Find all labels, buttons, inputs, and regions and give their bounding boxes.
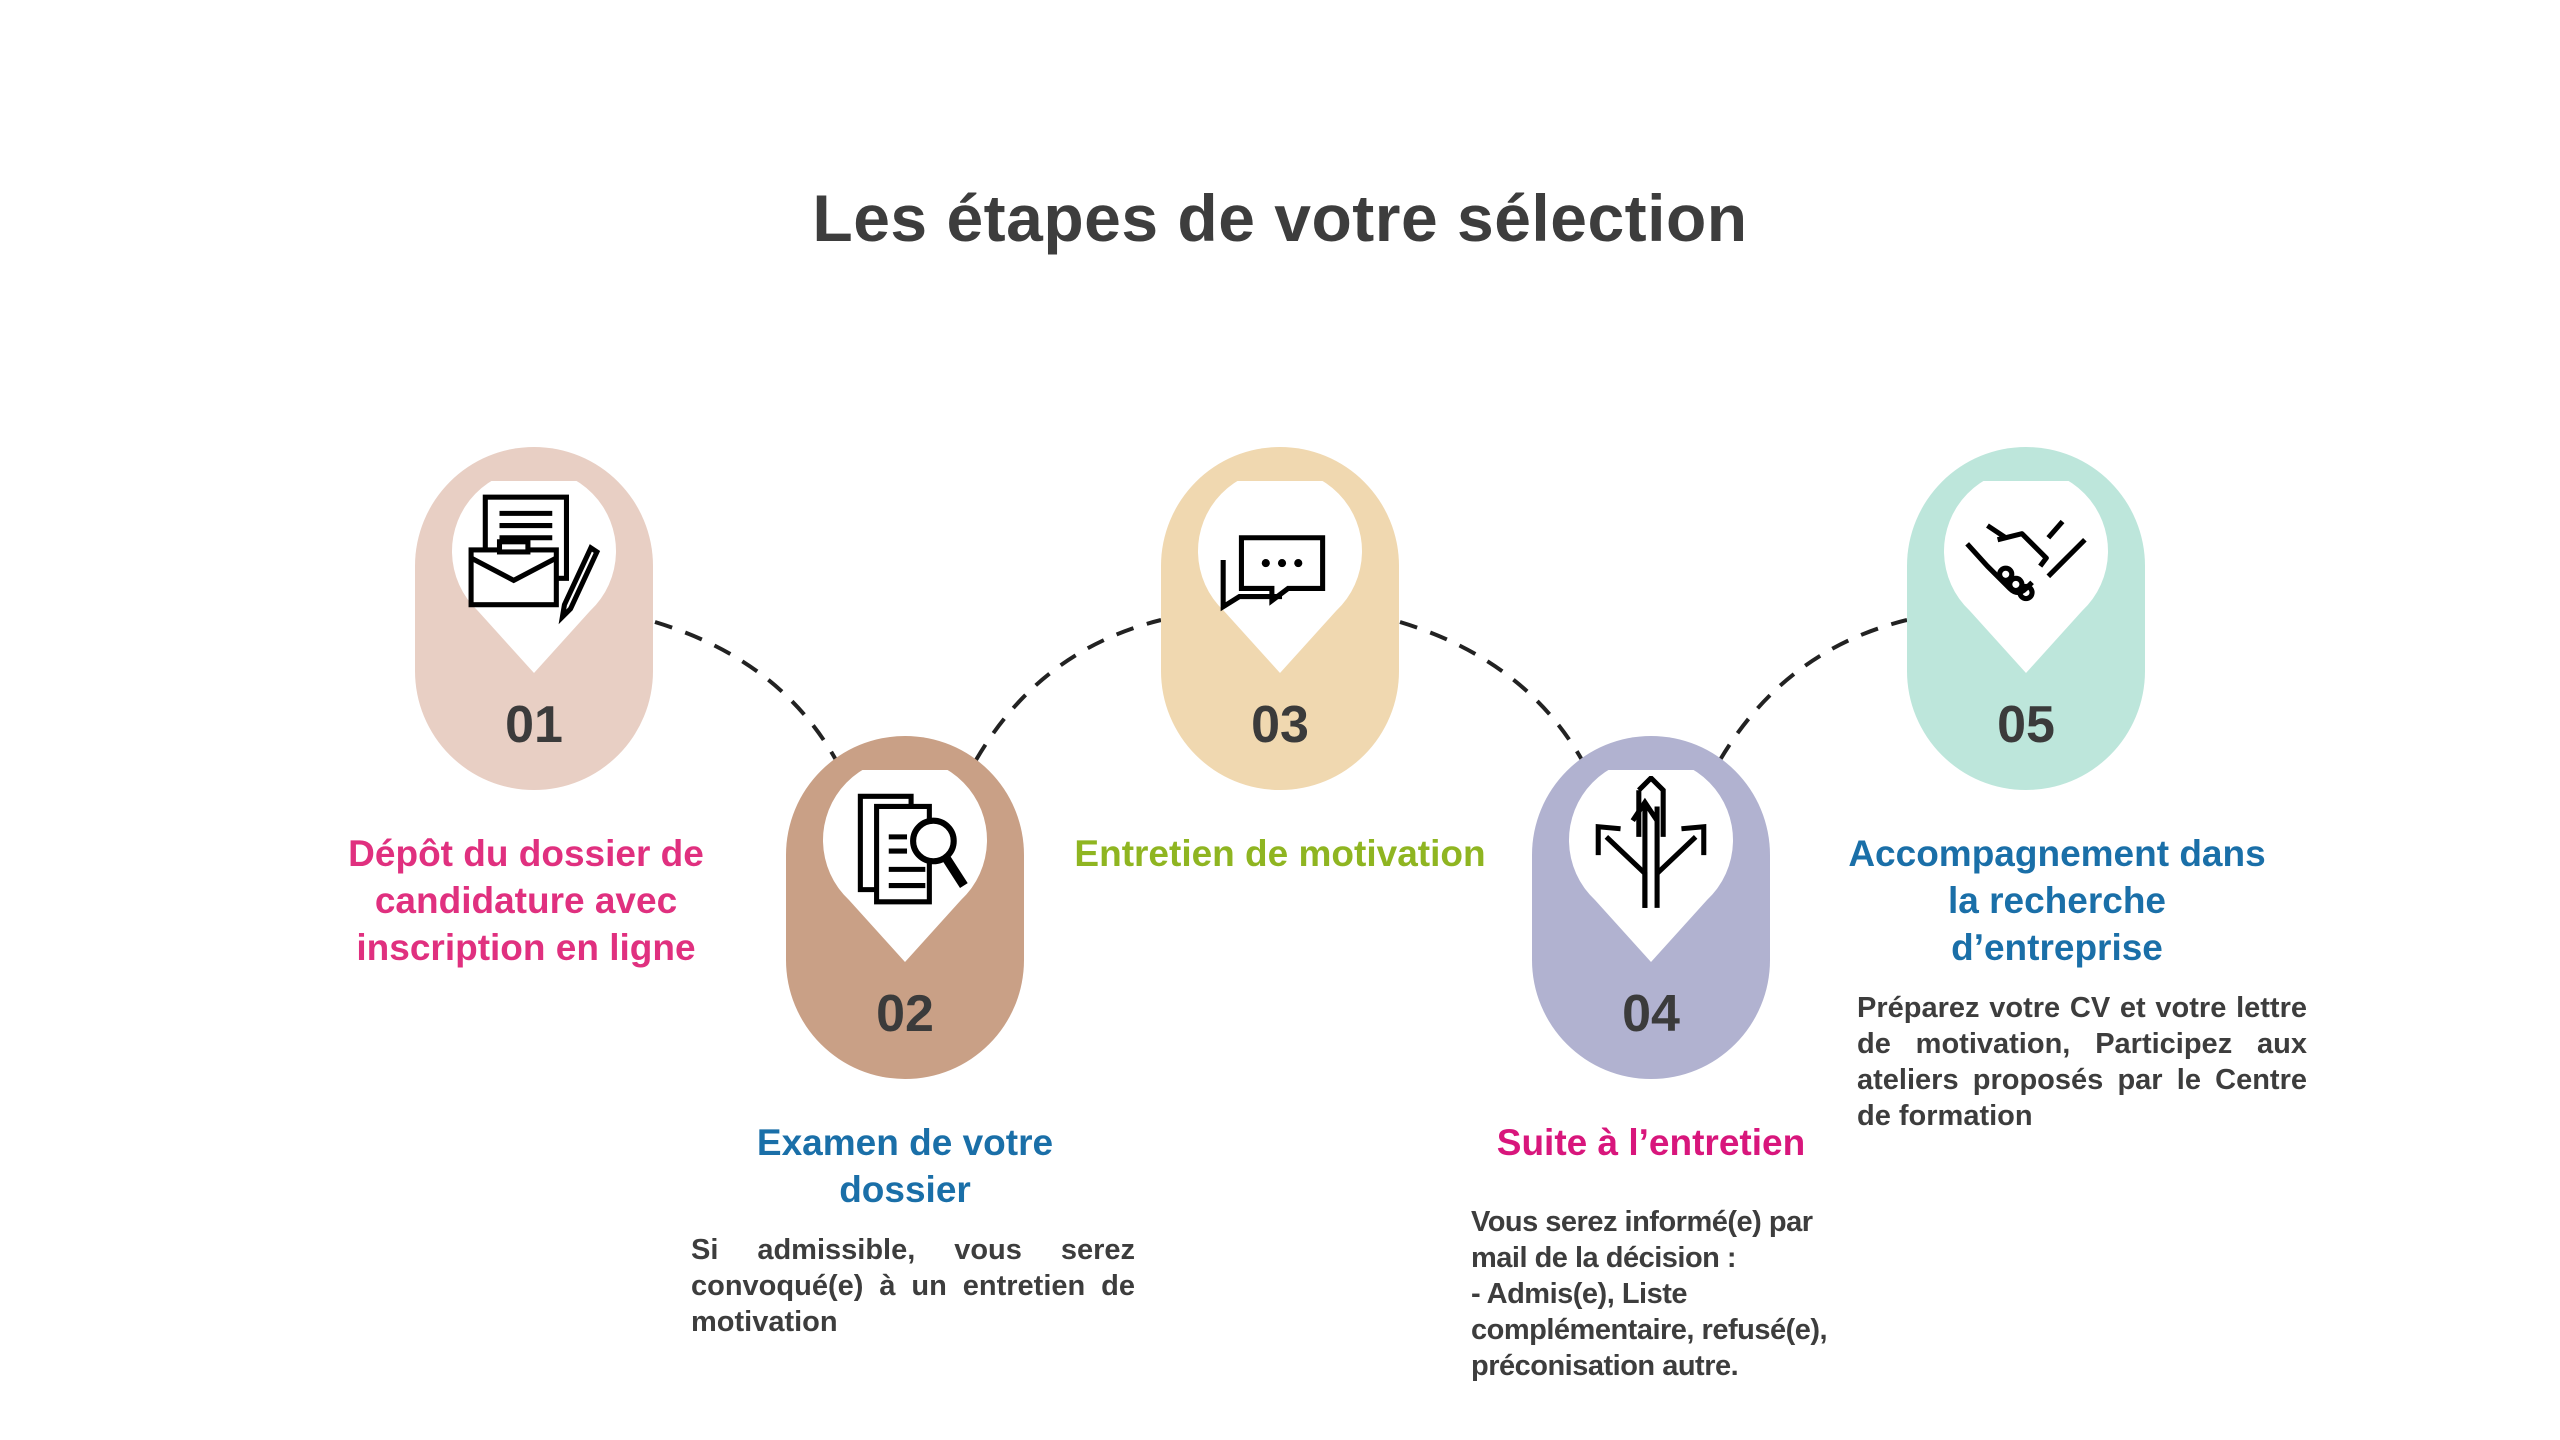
step-number: 05 [1997,696,2055,754]
desc-line: Vous serez informé(e) par [1471,1206,1813,1238]
page-title: Les étapes de votre sélection [812,181,1748,255]
step-number: 01 [505,696,563,754]
step-number: 04 [1622,985,1680,1043]
step-4-label: Suite à l’entretien [1496,1122,1806,1163]
chat-bubbles-icon [1220,535,1326,612]
desc-line: mail de la décision : [1471,1242,1737,1274]
step-1-pin: 01 [415,447,653,790]
location-marker-shape [1944,481,2108,673]
step-2-pin: 02 [786,736,1024,1079]
step-2-description: Si admissible, vous serez convoqué(e) à … [691,1234,1135,1338]
connector-3-4 [1399,620,1584,761]
step-number: 02 [876,985,934,1043]
split-arrows-icon [1595,776,1707,908]
step-4-pin: 04 [1532,736,1770,1079]
connector-2-3 [974,618,1162,762]
connector-4-5 [1718,618,1908,762]
briefcase-document-icon [468,494,601,625]
desc-line: préconisation autre. [1471,1350,1739,1382]
step-2-label: Examen de votre dossier [756,1122,1054,1210]
desc-line: - Admis(e), Liste [1471,1278,1688,1310]
step-number: 03 [1251,696,1309,754]
step-4-description: Vous serez informé(e) par mail de la déc… [1471,1204,1891,1384]
connector-1-2 [654,620,838,761]
step-3-pin: 03 [1161,447,1399,790]
step-5-description: Préparez votre CV et votre lettre de mot… [1857,992,2307,1132]
step-3-label: Entretien de motivation [1074,833,1486,874]
location-marker-shape [1569,770,1733,962]
document-search-icon [857,793,968,905]
step-1-label: Dépôt du dossier de candidature avec ins… [348,833,704,968]
desc-line: complémentaire, refusé(e), [1471,1314,1828,1346]
handshake-icon [1965,519,2087,602]
step-5-label: Accompagnement dans la recherche d’entre… [1848,833,2266,968]
step-5-pin: 05 [1907,447,2145,790]
